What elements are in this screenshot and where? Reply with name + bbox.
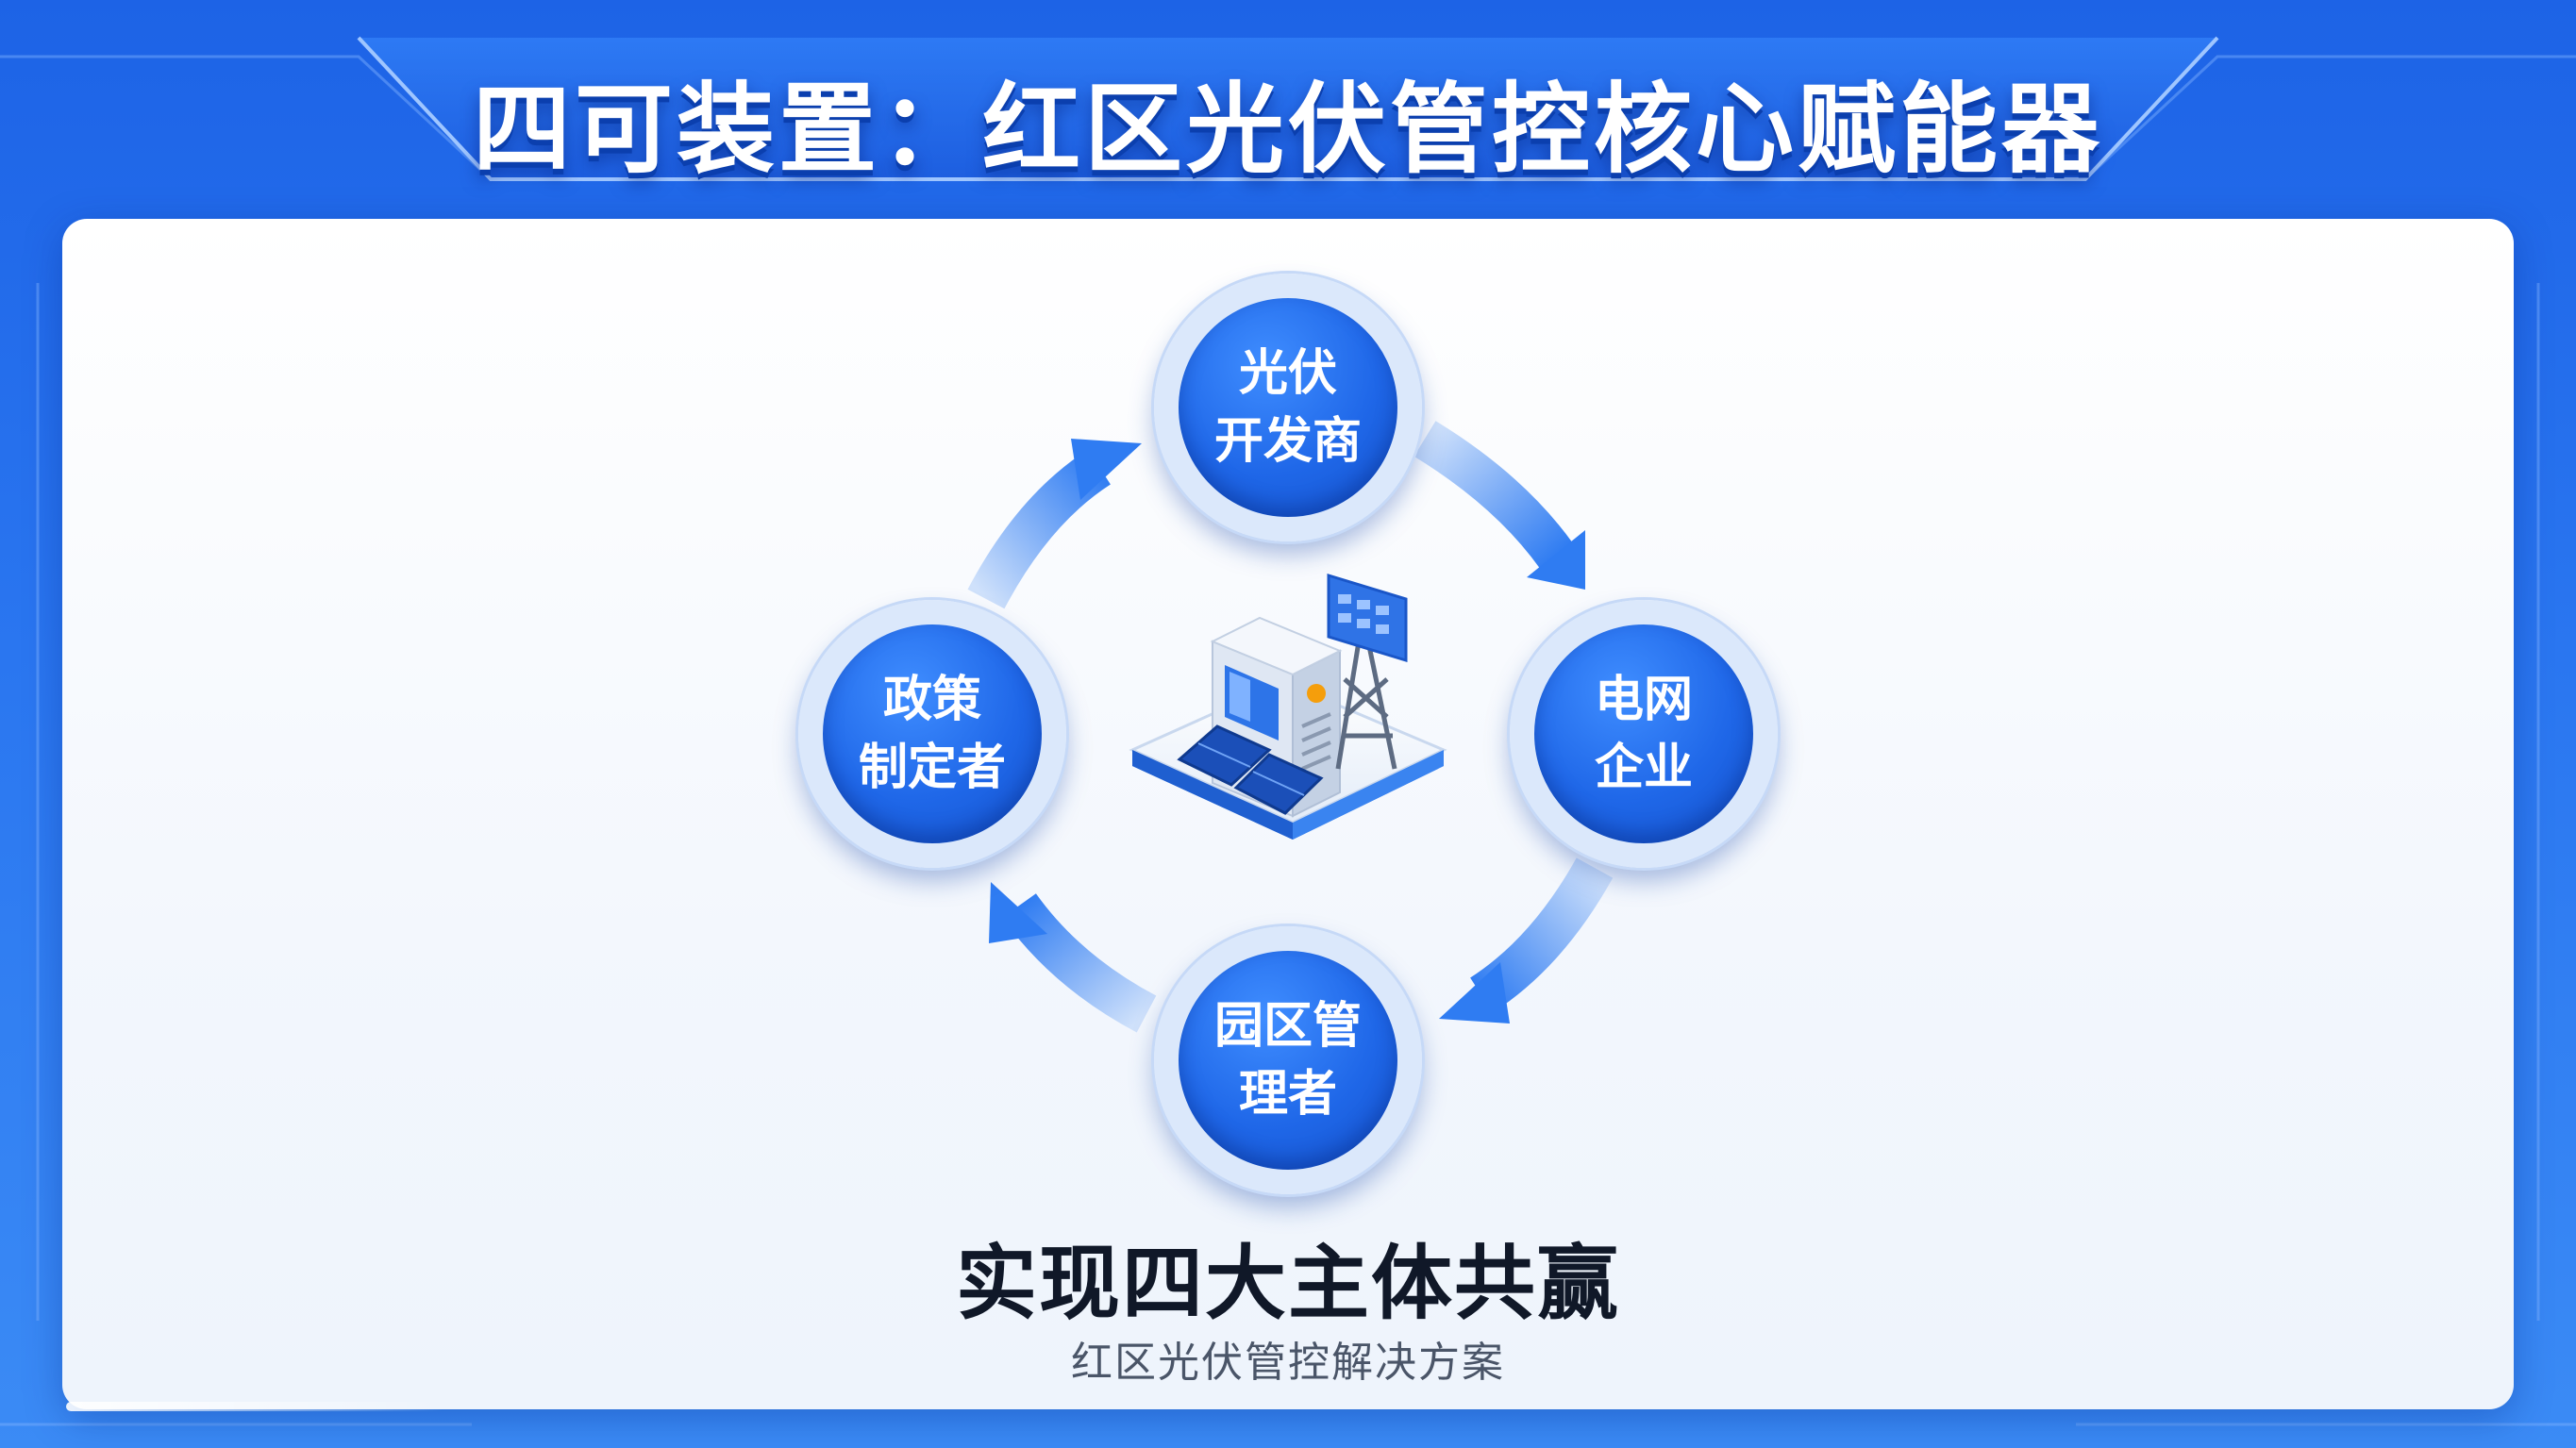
node-policy-maker-label: 政策 制定者 — [858, 672, 1006, 796]
headline: 实现四大主体共赢 — [956, 1237, 1620, 1331]
card-shine — [66, 1402, 443, 1411]
arrow-right-to-bottom — [1439, 857, 1614, 1024]
node-park-manager: 园区管 理者 — [1154, 926, 1422, 1194]
node-pv-developer-label: 光伏 开发商 — [1213, 345, 1362, 470]
page-title: 四可装置：红区光伏管控核心赋能器 — [472, 72, 2103, 187]
node-grid-company: 电网 企业 — [1510, 600, 1778, 868]
photovoltaic-station-icon — [1129, 573, 1447, 840]
arrow-left-to-top — [967, 439, 1142, 609]
node-grid-company-label: 电网 企业 — [1594, 672, 1693, 796]
node-policy-maker: 政策 制定者 — [798, 600, 1066, 868]
node-park-manager-label: 园区管 理者 — [1213, 998, 1362, 1123]
arrow-top-to-right — [1413, 421, 1585, 590]
arrow-bottom-to-left — [989, 882, 1157, 1033]
title-banner — [357, 36, 2219, 181]
node-pv-developer: 光伏 开发商 — [1154, 274, 1422, 541]
subheadline: 红区光伏管控解决方案 — [1071, 1339, 1505, 1387]
